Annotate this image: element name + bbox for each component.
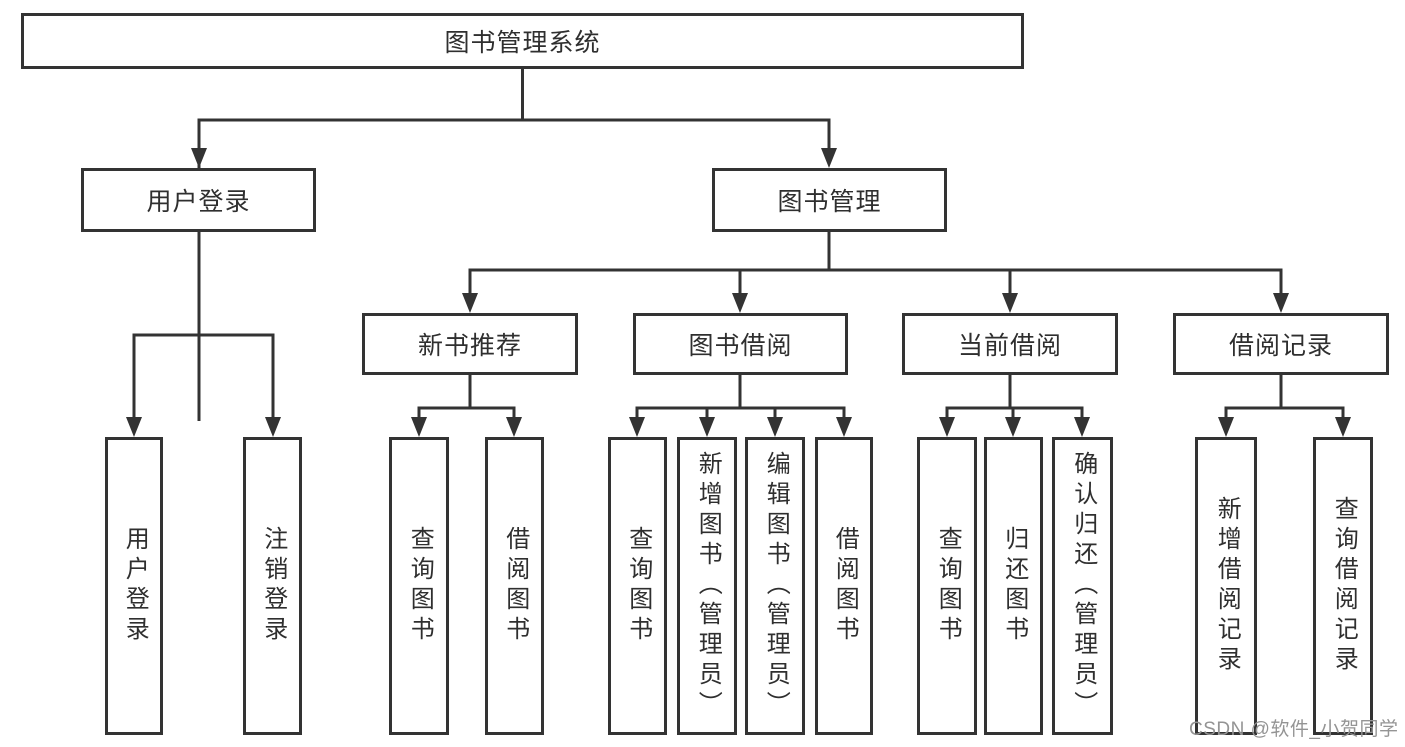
arrowhead — [1273, 293, 1289, 313]
leaf-label: 借阅图书 — [501, 526, 529, 646]
arrowhead — [1005, 417, 1021, 437]
arrowhead — [1335, 417, 1351, 437]
arrowhead — [1002, 293, 1018, 313]
leaf-label: 新增图书（管理员） — [694, 451, 722, 721]
arrowhead — [506, 417, 522, 437]
arrowhead — [411, 417, 427, 437]
arrowhead — [732, 293, 748, 313]
leaf-current-query: 查询图书 — [917, 437, 977, 735]
leaf-bookborrow-add: 新增图书（管理员） — [677, 437, 737, 735]
leaf-current-return: 归还图书 — [984, 437, 1043, 735]
arrowhead — [1074, 417, 1090, 437]
leaf-label: 新增借阅记录 — [1213, 496, 1241, 676]
node-book-mgmt: 图书管理 — [712, 168, 947, 232]
arrowhead — [699, 417, 715, 437]
connector-new-books — [417, 375, 516, 421]
node-new-books: 新书推荐 — [362, 313, 578, 375]
connector-book-mgmt — [468, 232, 1283, 297]
arrowhead — [629, 417, 645, 437]
leaf-bookborrow-query: 查询图书 — [608, 437, 667, 735]
arrowhead — [1218, 417, 1234, 437]
arrowhead — [126, 417, 142, 437]
leaf-user-login: 用户登录 — [105, 437, 163, 735]
connector-user-login — [132, 232, 275, 421]
node-root: 图书管理系统 — [21, 13, 1024, 69]
leaf-label: 查询图书 — [934, 526, 962, 646]
leaf-logout: 注销登录 — [243, 437, 302, 735]
node-current-borrow: 当前借阅 — [902, 313, 1118, 375]
arrowhead — [939, 417, 955, 437]
arrowhead — [265, 417, 281, 437]
connector-borrow-records — [1224, 375, 1345, 421]
leaf-label: 查询借阅记录 — [1330, 496, 1358, 676]
leaf-label: 借阅图书 — [831, 526, 859, 646]
connector-root — [197, 69, 831, 421]
leaf-label: 用户登录 — [121, 526, 149, 646]
watermark: CSDN @软件_小贺同学 — [1189, 719, 1399, 740]
arrowheads — [126, 148, 1351, 437]
arrowhead — [836, 417, 852, 437]
connector-current-borrow — [945, 375, 1084, 421]
arrowhead — [462, 293, 478, 313]
leaf-label: 归还图书 — [1000, 526, 1028, 646]
leaf-label: 确认归还（管理员） — [1069, 451, 1097, 721]
node-borrow-records: 借阅记录 — [1173, 313, 1389, 375]
leaf-newbooks-query: 查询图书 — [389, 437, 449, 735]
node-book-borrow: 图书借阅 — [633, 313, 848, 375]
leaf-records-add: 新增借阅记录 — [1195, 437, 1257, 735]
arrowhead — [821, 148, 837, 168]
node-user-login: 用户登录 — [81, 168, 316, 232]
leaf-label: 查询图书 — [624, 526, 652, 646]
arrowhead — [767, 417, 783, 437]
leaf-newbooks-borrow: 借阅图书 — [485, 437, 544, 735]
connector-paths — [132, 69, 1345, 421]
connector-book-borrow — [635, 375, 846, 421]
arrowhead — [191, 148, 207, 168]
leaf-bookborrow-borrow: 借阅图书 — [815, 437, 873, 735]
leaf-label: 查询图书 — [406, 526, 434, 646]
leaf-bookborrow-edit: 编辑图书（管理员） — [745, 437, 805, 735]
leaf-label: 编辑图书（管理员） — [762, 451, 790, 721]
leaf-current-confirm: 确认归还（管理员） — [1052, 437, 1113, 735]
leaf-label: 注销登录 — [259, 526, 287, 646]
leaf-records-query: 查询借阅记录 — [1313, 437, 1373, 735]
